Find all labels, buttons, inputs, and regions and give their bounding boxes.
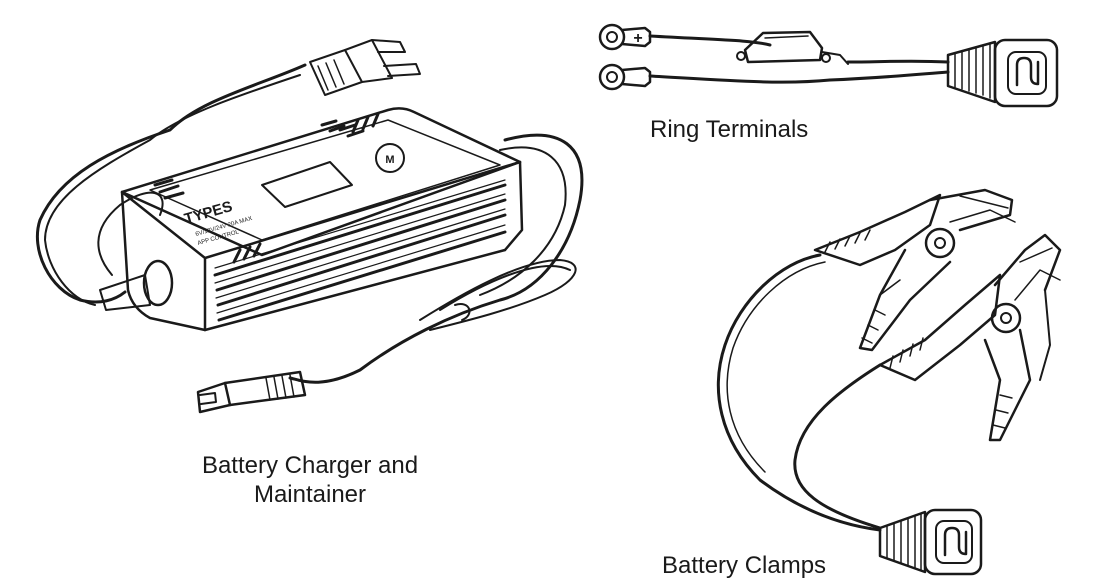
clamp-connector [878, 508, 983, 576]
clamp-upper [813, 188, 1016, 352]
ring-terminals-caption: Ring Terminals [650, 116, 809, 143]
mode-button [375, 143, 405, 173]
dc-connector [196, 370, 307, 414]
mode-button-label: M [385, 154, 394, 166]
dc-cord [288, 133, 584, 384]
charger-caption: Battery Charger and Maintainer [170, 451, 450, 509]
clamp-lower [878, 233, 1062, 442]
charger-illustration: M TYPES 6V/12V/24V 20A MAX APP CONTROL [35, 39, 584, 414]
battery-clamps-illustration [716, 188, 1062, 576]
wall-plug [309, 39, 421, 96]
battery-clamps-caption: Battery Clamps [662, 552, 827, 579]
ring-connector [946, 38, 1059, 108]
charger-caption-line2: Maintainer [253, 481, 367, 508]
ring-terminals-illustration: + [598, 23, 1059, 108]
positive-symbol: + [633, 30, 642, 47]
charger-caption-line1: Battery Charger and [201, 452, 419, 479]
